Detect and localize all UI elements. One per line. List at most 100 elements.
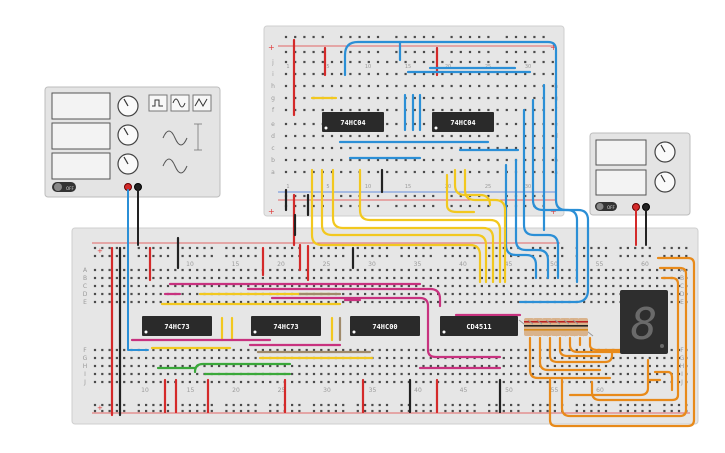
- main-column-number-bottom: 50: [505, 387, 513, 394]
- psu-display-current: [595, 169, 647, 196]
- main-row-letter: C: [83, 283, 87, 290]
- top-rail-plus-label-bottom: +: [268, 207, 275, 216]
- top-column-number-bottom: 15: [405, 184, 411, 190]
- main-row-letter-right: G: [680, 355, 685, 362]
- blue-signal-wires: [338, 40, 590, 304]
- main-column-number-bottom: 20: [232, 387, 240, 394]
- chip-label: 74HC00: [372, 323, 397, 331]
- main-rail-plus-label-bottom: +: [97, 404, 103, 412]
- top-column-number: 1: [286, 64, 289, 70]
- top-row-letter: i: [272, 71, 274, 78]
- main-column-number: 15: [232, 261, 240, 268]
- main-row-letter: E: [83, 299, 87, 306]
- main-row-letter: B: [83, 275, 87, 282]
- top-column-number-bottom: 25: [485, 184, 491, 190]
- chip-label: CD4511: [466, 323, 491, 331]
- tan-signal-wires: [256, 292, 372, 354]
- main-column-labels: 1010151520202525303035354040454550505555…: [141, 261, 649, 394]
- main-row-letter-right: J: [680, 379, 683, 386]
- main-row-letter: I: [84, 371, 86, 378]
- top-row-letter: a: [271, 169, 275, 176]
- top-rail-plus-label: +: [268, 43, 275, 52]
- main-column-number-bottom: 40: [414, 387, 422, 394]
- top-row-letter: e: [271, 121, 275, 128]
- main-column-number: 40: [459, 261, 467, 268]
- triangle-wave-icon[interactable]: [192, 94, 212, 112]
- sine-wave-icon[interactable]: [170, 94, 190, 112]
- top-column-number: 5: [326, 64, 329, 70]
- main-row-letter-right: C: [680, 283, 684, 290]
- fg-sine-preview-icon-2: [162, 158, 188, 174]
- chip-cd4511[interactable]: CD4511: [440, 316, 518, 336]
- main-column-number-bottom: 45: [460, 387, 468, 394]
- chip-74hc73-2[interactable]: 74HC73: [251, 316, 321, 336]
- main-row-letter: G: [83, 355, 88, 362]
- main-row-letter: A: [83, 267, 88, 274]
- wires: [110, 38, 696, 428]
- main-row-letter-right: D: [680, 291, 685, 298]
- top-row-letter: g: [271, 95, 275, 102]
- main-column-number: 45: [505, 261, 513, 268]
- top-column-number-bottom: 1: [286, 184, 289, 190]
- chip-74hc00[interactable]: 74HC00: [350, 316, 420, 336]
- main-column-number: 10: [186, 261, 194, 268]
- top-column-number-bottom: 5: [326, 184, 329, 190]
- top-column-number: 15: [405, 64, 411, 70]
- green-signal-wires: [156, 362, 292, 376]
- top-rail-plus-label-right-bottom: +: [550, 207, 557, 216]
- resistor-array: [518, 318, 594, 337]
- chip-74hc04-right[interactable]: 74HC04: [432, 112, 494, 132]
- main-row-letter-right: B: [680, 275, 684, 282]
- fg-signal-wire[interactable]: [127, 189, 149, 351]
- top-row-letter: h: [271, 83, 275, 90]
- top-column-number-bottom: 10: [365, 184, 371, 190]
- main-column-number: 55: [596, 261, 604, 268]
- psu-power-label: OFF: [607, 205, 615, 210]
- main-row-letter: J: [83, 379, 86, 386]
- top-row-letter: j: [271, 59, 274, 66]
- fg-power-label: OFF: [66, 186, 74, 191]
- chip-label: 74HC04: [340, 119, 365, 127]
- top-column-number-bottom: 30: [525, 184, 531, 190]
- seven-segment-digit: 8: [631, 299, 658, 350]
- chip-label: 74HC73: [273, 323, 298, 331]
- chip-label: 74HC73: [164, 323, 189, 331]
- dc-power-supply[interactable]: OFF: [589, 132, 691, 216]
- fg-display-1: [51, 92, 111, 120]
- top-row-letter: c: [271, 145, 274, 152]
- top-row-letter: b: [271, 157, 275, 164]
- main-column-number-bottom: 25: [278, 387, 286, 394]
- fg-sine-preview-icon: [162, 130, 188, 146]
- main-rail-plus-label: +: [97, 247, 103, 255]
- square-wave-icon[interactable]: [148, 94, 168, 112]
- main-row-letter-right: E: [680, 299, 684, 306]
- main-column-number: 50: [550, 261, 558, 268]
- main-column-number: 35: [414, 261, 422, 268]
- psu-display-voltage: [595, 139, 647, 166]
- top-column-number: 30: [525, 64, 531, 70]
- main-row-letter-right: A: [680, 267, 685, 274]
- main-column-number-bottom: 10: [141, 387, 149, 394]
- chip-74hc73-1[interactable]: 74HC73: [142, 316, 212, 336]
- main-row-letter-right: F: [680, 347, 684, 354]
- main-column-number-bottom: 15: [187, 387, 195, 394]
- top-rail-plus-label-right: +: [550, 43, 557, 52]
- function-generator[interactable]: OFF: [44, 86, 221, 198]
- main-column-number-bottom: 55: [551, 387, 559, 394]
- seven-segment-display[interactable]: 8: [620, 290, 668, 354]
- seven-segment-decimal-point: [660, 344, 664, 348]
- top-row-letter: d: [271, 133, 275, 140]
- main-column-number-bottom: 35: [369, 387, 377, 394]
- main-column-number: 20: [277, 261, 285, 268]
- main-column-number: 60: [641, 261, 649, 268]
- main-row-letter-right: I: [681, 371, 683, 378]
- fg-display-2: [51, 122, 111, 150]
- black-ground-jumpers: [118, 168, 502, 417]
- main-row-letter: D: [83, 291, 88, 298]
- chip-74hc04-left[interactable]: 74HC04: [322, 112, 384, 132]
- resistor[interactable]: [572, 318, 594, 337]
- main-row-letter: F: [83, 347, 87, 354]
